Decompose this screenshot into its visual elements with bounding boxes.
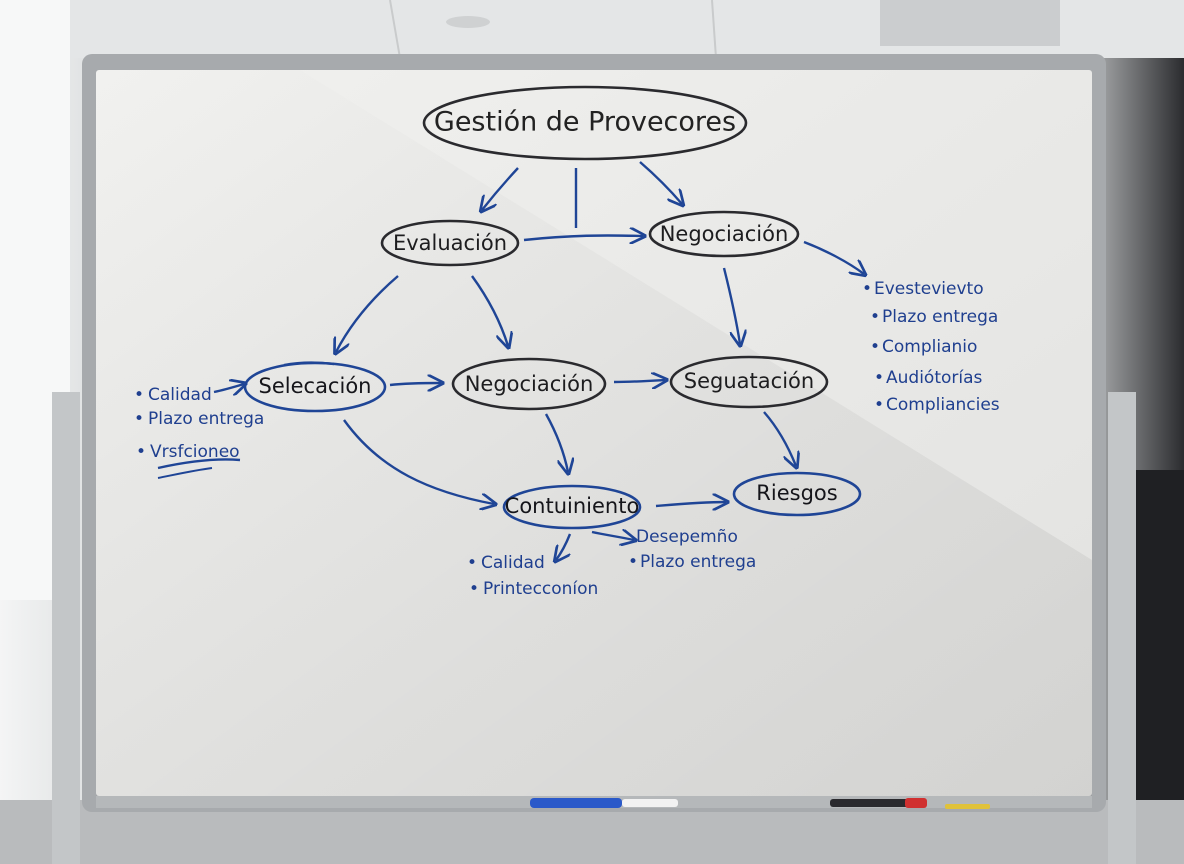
node-seguatacion: Seguatación	[669, 355, 829, 409]
node-label: Negociación	[465, 372, 594, 396]
note-bullet: •	[870, 337, 880, 357]
stand-leg-left	[52, 392, 80, 864]
white-marker	[622, 799, 678, 807]
title-connectors	[482, 161, 682, 228]
ceiling-tile-line	[389, 0, 401, 59]
note-item: Calidad	[481, 553, 545, 573]
note-bullet: •	[134, 409, 144, 429]
node-label: Evaluación	[393, 231, 507, 255]
node-selecacion: Selecación	[243, 361, 387, 413]
note-bullet: •	[136, 442, 146, 462]
flow-arrows	[213, 235, 864, 560]
note-bullet: •	[628, 552, 638, 572]
underline-stroke	[157, 458, 241, 470]
stand-leg-right	[1108, 392, 1136, 864]
diagram-title: Gestión de Provecores	[434, 107, 736, 138]
note-item: Plazo entrega	[882, 307, 998, 327]
node-label: Negociación	[660, 222, 789, 246]
note-item: Vrsfcioneo	[150, 442, 240, 462]
note-bullet: •	[134, 385, 144, 405]
note-bullet: •	[469, 579, 479, 599]
note-item: Plazo entrega	[640, 552, 756, 572]
node-label: Selecación	[259, 374, 372, 398]
ceiling-light	[446, 16, 490, 28]
ceiling-vent	[880, 0, 1060, 46]
node-label: Riesgos	[756, 481, 837, 505]
node-label: Seguatación	[684, 369, 814, 393]
board-shadow	[96, 70, 1092, 796]
notes-left: • Calidad • Plazo entrega • Vrsfcioneo	[134, 385, 264, 462]
note-bullet: •	[874, 395, 884, 415]
note-item: Evestevievto	[874, 279, 984, 299]
note-item: Audiótorías	[886, 368, 983, 388]
note-bullet: •	[874, 368, 884, 388]
node-negociacion-top: Negociación	[648, 210, 800, 258]
title-node: Gestión de Provecores	[422, 85, 748, 161]
note-item: Desepemño	[636, 527, 738, 547]
note-item: Printecconíon	[483, 579, 598, 599]
node-riesgos: Riesgos	[732, 471, 862, 517]
node-evaluacion: Evaluación	[380, 219, 520, 267]
note-bullet: •	[862, 279, 872, 299]
node-negociacion-mid: Negociación	[451, 357, 607, 411]
note-bullet: •	[870, 307, 880, 327]
note-item: Compliancies	[886, 395, 1000, 415]
note-item: Calidad	[148, 385, 212, 405]
yellow-marker	[945, 804, 990, 809]
note-item: Plazo entrega	[148, 409, 264, 429]
red-marker	[905, 798, 927, 808]
blue-marker	[530, 798, 622, 808]
node-contuiniento: Contuiniento	[502, 484, 642, 530]
dark-cabinet	[1134, 470, 1184, 864]
notes-right: • Evestevievto • Plazo entrega • Complia…	[862, 279, 1000, 415]
black-marker	[830, 799, 912, 807]
underline-stroke	[157, 467, 213, 479]
node-label: Contuiniento	[505, 494, 640, 518]
notes-bottom-right: Desepemño • Plazo entrega	[628, 527, 756, 572]
notes-bottom-left: • Calidad • Printecconíon	[467, 553, 598, 599]
note-bullet: •	[467, 553, 477, 573]
note-item: Complianio	[882, 337, 977, 357]
ceiling-tile-line	[711, 0, 717, 59]
